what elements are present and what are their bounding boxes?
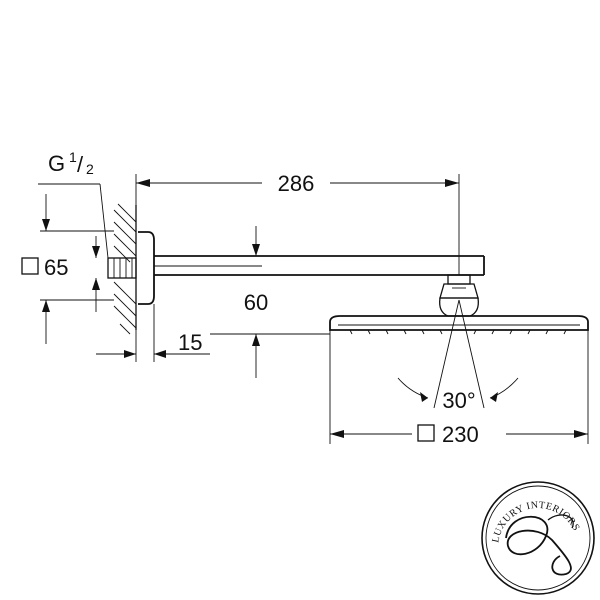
brand-logo: LUXURY INTERIORS [481,481,595,595]
head-size-label: 230 [442,422,479,447]
flange-depth-label: 15 [178,330,202,355]
wall-flange [138,231,155,305]
ball-joint [439,274,479,317]
angle-arrow-left [420,392,428,402]
shower-arm [154,255,485,276]
flange-size-label: 65 [44,255,68,280]
dimension-arm-height [210,226,330,378]
thread-fraction-denominator: 2 [86,161,94,177]
thread-fraction-numerator: 1 [69,149,77,165]
arm-height-label: 60 [244,290,268,315]
swivel-angle-lines [397,299,519,409]
arm-length-label: 286 [278,171,315,196]
dimension-flange-size [40,194,114,344]
thread-fraction-slash: / [77,152,84,177]
shower-head [329,315,589,335]
dimension-head-size [329,330,589,444]
dimension-arm-length [135,174,460,275]
thread-label: G [48,151,65,176]
wall-hatching [113,203,137,335]
flange-square-symbol [21,257,39,275]
dimension-flange-depth [96,304,210,362]
angle-arrow-right [490,392,498,402]
head-square-symbol [417,424,435,442]
angle-label: 30° [442,388,475,413]
threaded-connector [107,257,137,279]
dimension-thread [38,183,109,259]
